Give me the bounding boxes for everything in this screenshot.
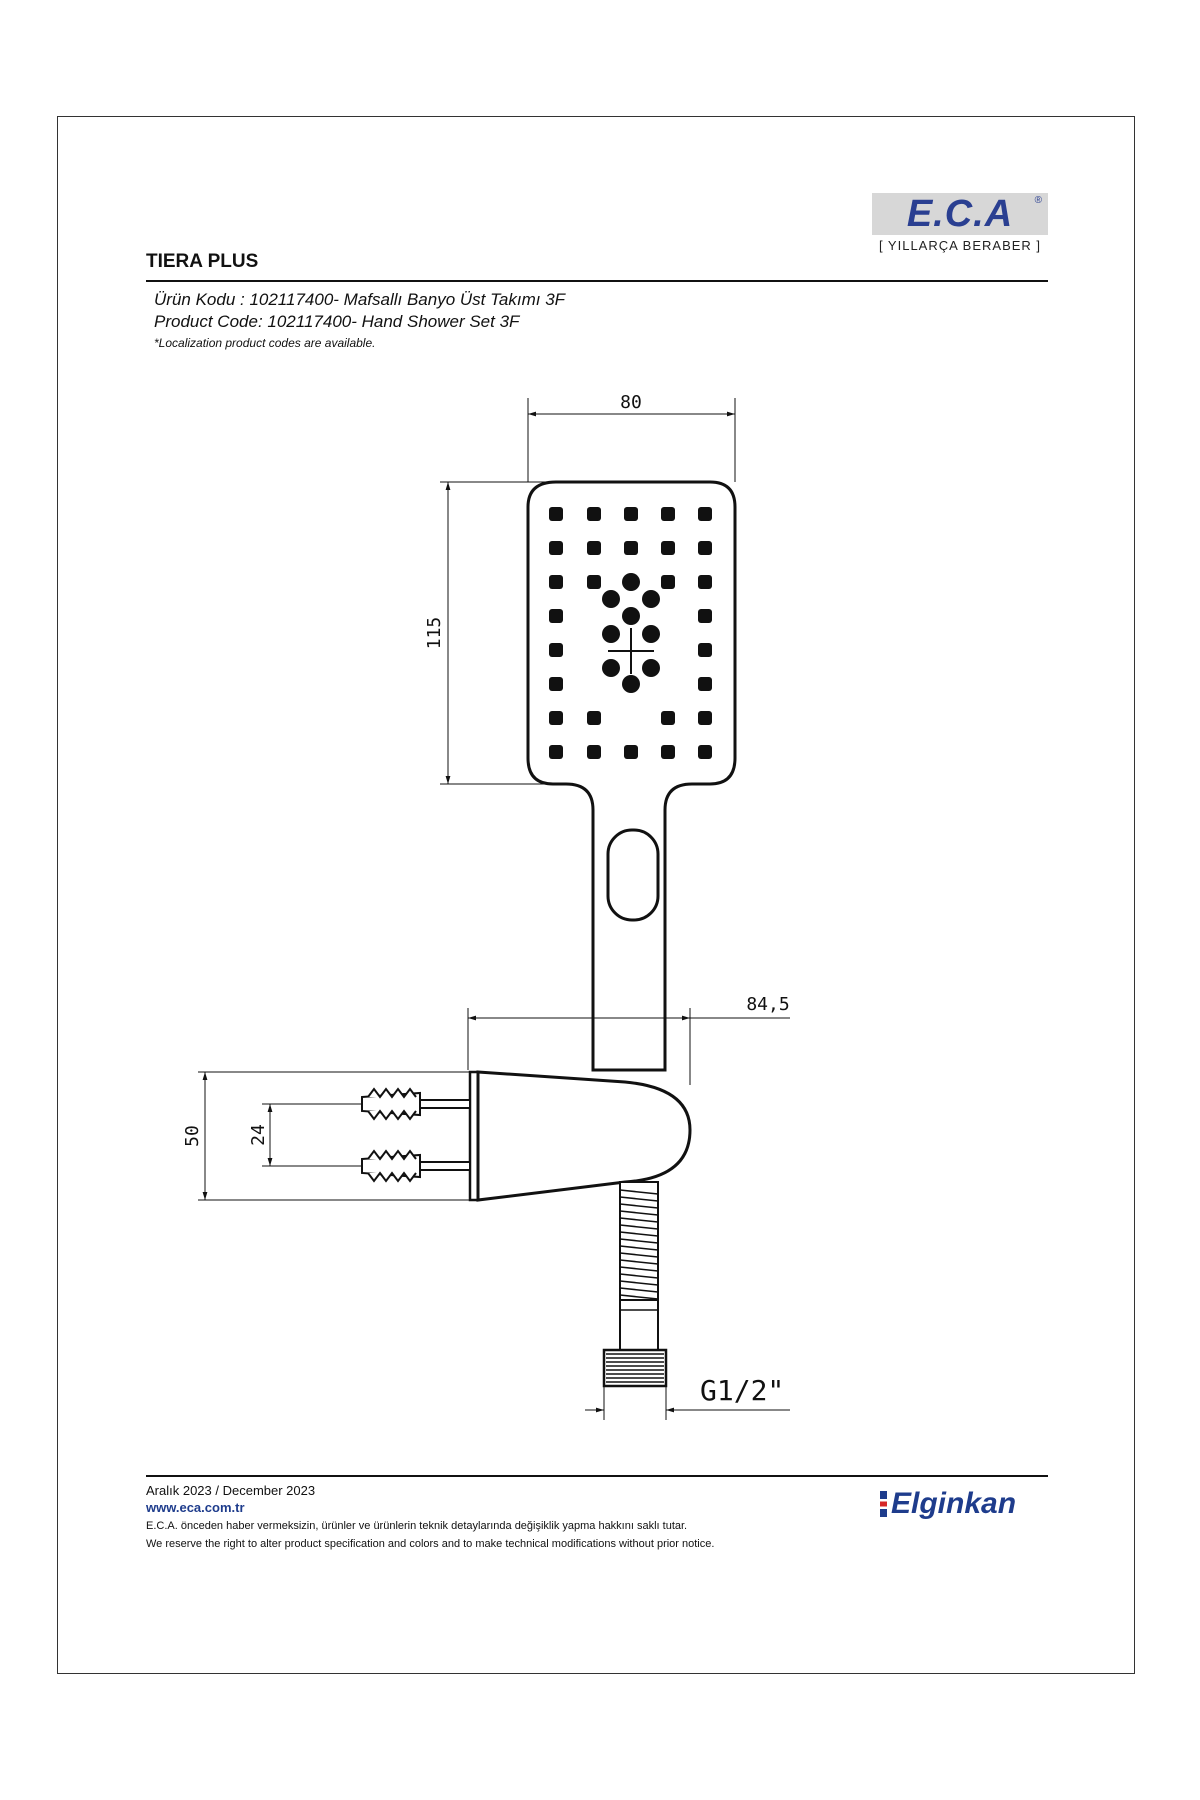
elginkan-mark-icon — [880, 1491, 887, 1517]
nozzle — [549, 541, 563, 555]
nozzle — [549, 745, 563, 759]
dimension-depth-label: 84,5 — [746, 994, 789, 1015]
hose-coil — [619, 1217, 659, 1223]
nozzle — [587, 711, 601, 725]
hose-coil — [619, 1189, 659, 1195]
nozzle — [624, 745, 638, 759]
round-nozzle — [642, 590, 660, 608]
nozzle — [698, 541, 712, 555]
wall-bracket — [468, 1070, 692, 1202]
round-nozzle — [622, 573, 640, 591]
dimension-width-label: 80 — [620, 392, 642, 413]
hose-coil — [619, 1273, 659, 1279]
dimension-bracket: 50 — [182, 1071, 470, 1201]
hose-coil — [619, 1203, 659, 1209]
hose-coil — [619, 1238, 659, 1244]
dimension-bracket-label: 50 — [182, 1125, 203, 1147]
round-nozzle — [602, 659, 620, 677]
elginkan-logo: Elginkan — [880, 1487, 1016, 1521]
hose-coil — [619, 1287, 659, 1293]
nozzle — [698, 609, 712, 623]
footer-date: Aralık 2023 / December 2023 — [146, 1483, 316, 1498]
footer-website-link[interactable]: www.eca.com.tr — [146, 1500, 245, 1515]
hose-coil — [619, 1245, 659, 1251]
hose-coil — [619, 1210, 659, 1216]
nozzle — [698, 711, 712, 725]
dimension-height: 115 — [424, 481, 555, 785]
wall-plug-bottom — [361, 1149, 471, 1183]
elginkan-logo-text: Elginkan — [891, 1487, 1017, 1520]
round-nozzle — [602, 625, 620, 643]
hose-coil — [619, 1294, 659, 1300]
nozzle — [549, 575, 563, 589]
center-cross — [608, 628, 654, 674]
nozzle — [587, 575, 601, 589]
nozzle — [661, 745, 675, 759]
spray-button — [606, 828, 660, 922]
round-nozzle — [622, 675, 640, 693]
product-title: TIERA PLUS — [146, 251, 259, 272]
eca-logo: E.C.A ® — [872, 193, 1048, 235]
hose-coil — [619, 1224, 659, 1230]
nozzle — [587, 507, 601, 521]
nozzle — [661, 711, 675, 725]
nozzle — [549, 677, 563, 691]
hose-coil — [619, 1280, 659, 1286]
hose-coil — [619, 1231, 659, 1237]
footer-divider — [146, 1475, 1048, 1477]
dimension-depth: 84,5 — [467, 994, 790, 1085]
round-nozzle — [622, 607, 640, 625]
hose-coil — [619, 1266, 659, 1272]
nozzle-grid — [549, 507, 712, 759]
nozzle — [698, 745, 712, 759]
nozzle — [549, 609, 563, 623]
page-frame — [57, 116, 1135, 1674]
dimension-width: 80 — [527, 392, 736, 482]
nozzle — [698, 677, 712, 691]
dimension-thread-label: G1/2" — [700, 1374, 784, 1407]
localization-note: *Localization product codes are availabl… — [154, 336, 376, 350]
product-code-tr: Ürün Kodu : 102117400- Mafsallı Banyo Üs… — [154, 290, 566, 309]
hose-coil — [619, 1196, 659, 1202]
nozzle — [698, 643, 712, 657]
nozzle — [549, 643, 563, 657]
wall-plug-top — [361, 1087, 471, 1121]
registered-mark: ® — [1034, 195, 1042, 206]
nozzle — [624, 541, 638, 555]
header-divider — [146, 280, 1048, 282]
nozzle — [587, 745, 601, 759]
round-nozzle — [602, 590, 620, 608]
product-code-en: Product Code: 102117400- Hand Shower Set… — [154, 312, 520, 331]
nozzle — [549, 711, 563, 725]
hose-nut — [602, 1348, 668, 1388]
eca-logo-text: E.C.A — [906, 192, 1014, 235]
slogan: [ YILLARÇA BERABER ] — [878, 238, 1042, 253]
hose — [619, 1181, 659, 1351]
round-nozzle — [642, 625, 660, 643]
hose-coil — [619, 1259, 659, 1265]
dimension-thread: G1/2" — [585, 1374, 790, 1420]
nozzle — [661, 575, 675, 589]
nozzle — [587, 541, 601, 555]
nozzle — [661, 507, 675, 521]
footer-disclaimer-tr: E.C.A. önceden haber vermeksizin, ürünle… — [146, 1520, 688, 1532]
dimension-height-label: 115 — [424, 617, 445, 650]
dimension-holes-label: 24 — [248, 1124, 269, 1146]
nozzle — [698, 575, 712, 589]
dimension-holes: 24 — [248, 1103, 470, 1167]
nozzle — [624, 507, 638, 521]
nozzle — [549, 507, 563, 521]
footer-disclaimer-en: We reserve the right to alter product sp… — [146, 1538, 715, 1550]
nozzle — [661, 541, 675, 555]
shower-head-outline — [526, 480, 737, 1072]
round-nozzle — [642, 659, 660, 677]
hose-coil — [619, 1252, 659, 1258]
nozzle — [698, 507, 712, 521]
